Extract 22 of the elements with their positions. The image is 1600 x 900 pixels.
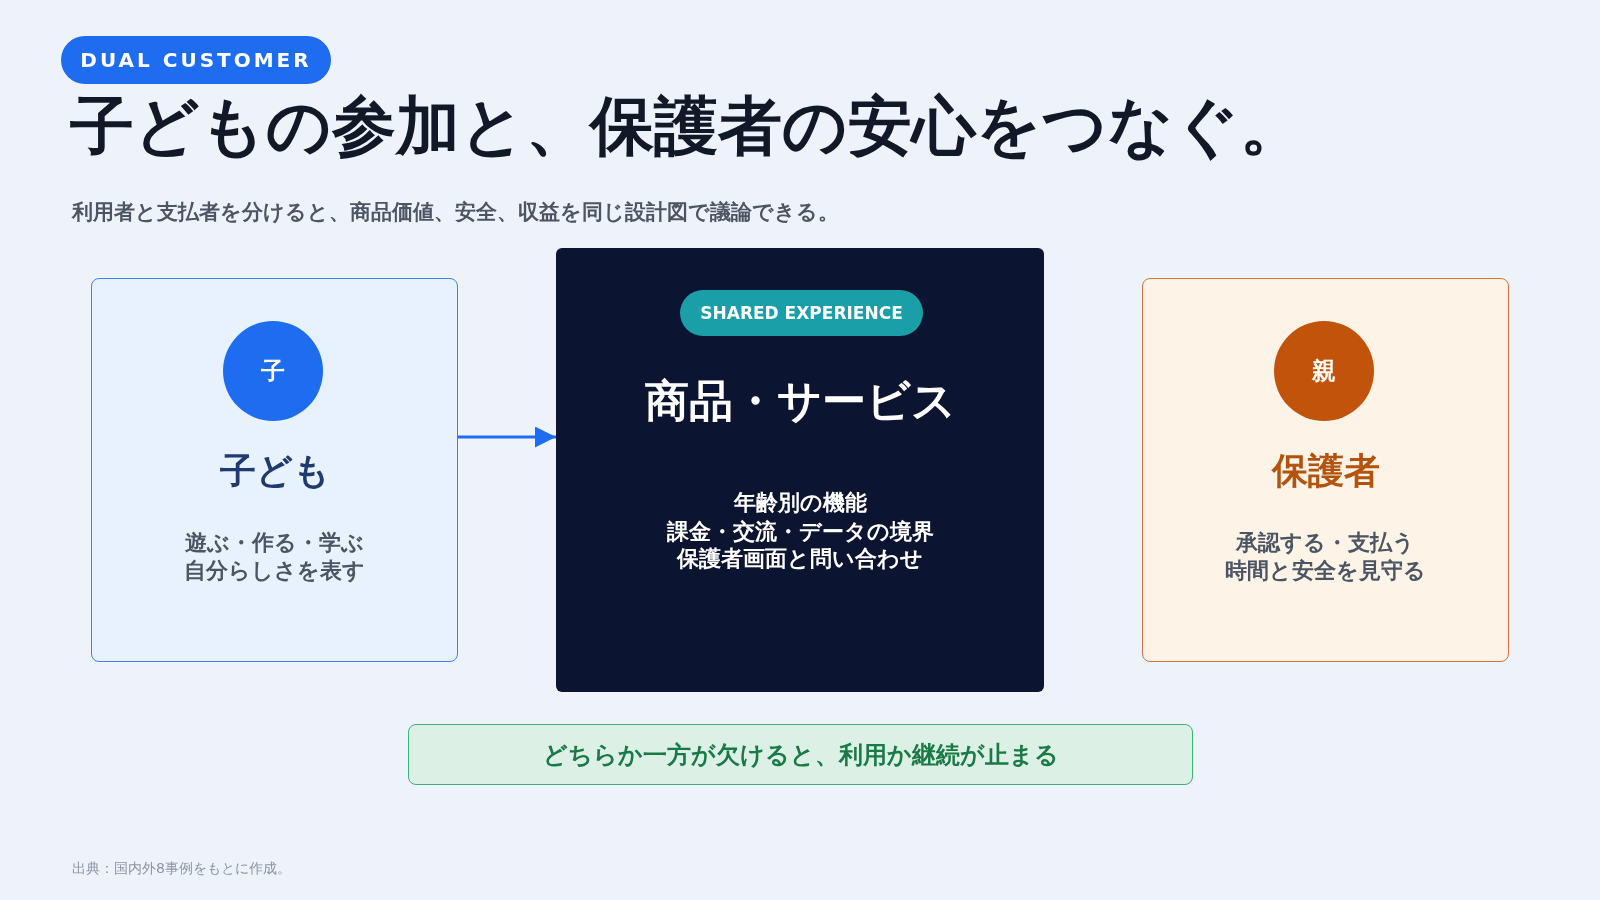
avatar-circle: 子 — [223, 321, 323, 421]
avatar-circle: 親 — [1274, 321, 1374, 421]
card — [1142, 278, 1509, 662]
title: 子どもの参加と、保護者の安心をつなぐ。 — [70, 88, 1304, 165]
card-text: 時間と安全を見守る — [1224, 556, 1427, 585]
card-text: 年齢別の機能 — [732, 488, 868, 517]
tag-pill: SHARED EXPERIENCE — [680, 290, 923, 336]
subtitle: 利用者と支払者を分けると、商品価値、安全、収益を同じ設計図で議論できる。 — [72, 200, 839, 226]
card-text: 課金・交流・データの境界 — [665, 517, 935, 546]
card-heading: 商品・サービス — [643, 374, 957, 429]
tag-pill: DUAL CUSTOMER — [61, 36, 331, 84]
arrow — [458, 426, 556, 448]
card — [91, 278, 458, 662]
card-text: 遊ぶ・作る・学ぶ — [184, 528, 365, 557]
card-text: 保護者画面と問い合わせ — [675, 544, 924, 573]
message-box: どちらか一方が欠けると、利用か継続が止まる — [408, 724, 1193, 785]
card-text: 承認する・支払う — [1234, 528, 1416, 557]
card — [556, 248, 1044, 692]
source-note: 出典：国内外8事例をもとに作成。 — [72, 860, 291, 877]
card-text: 自分らしさを表す — [183, 556, 366, 585]
card-heading: 子ども — [218, 448, 331, 493]
card-heading: 保護者 — [1270, 448, 1381, 493]
